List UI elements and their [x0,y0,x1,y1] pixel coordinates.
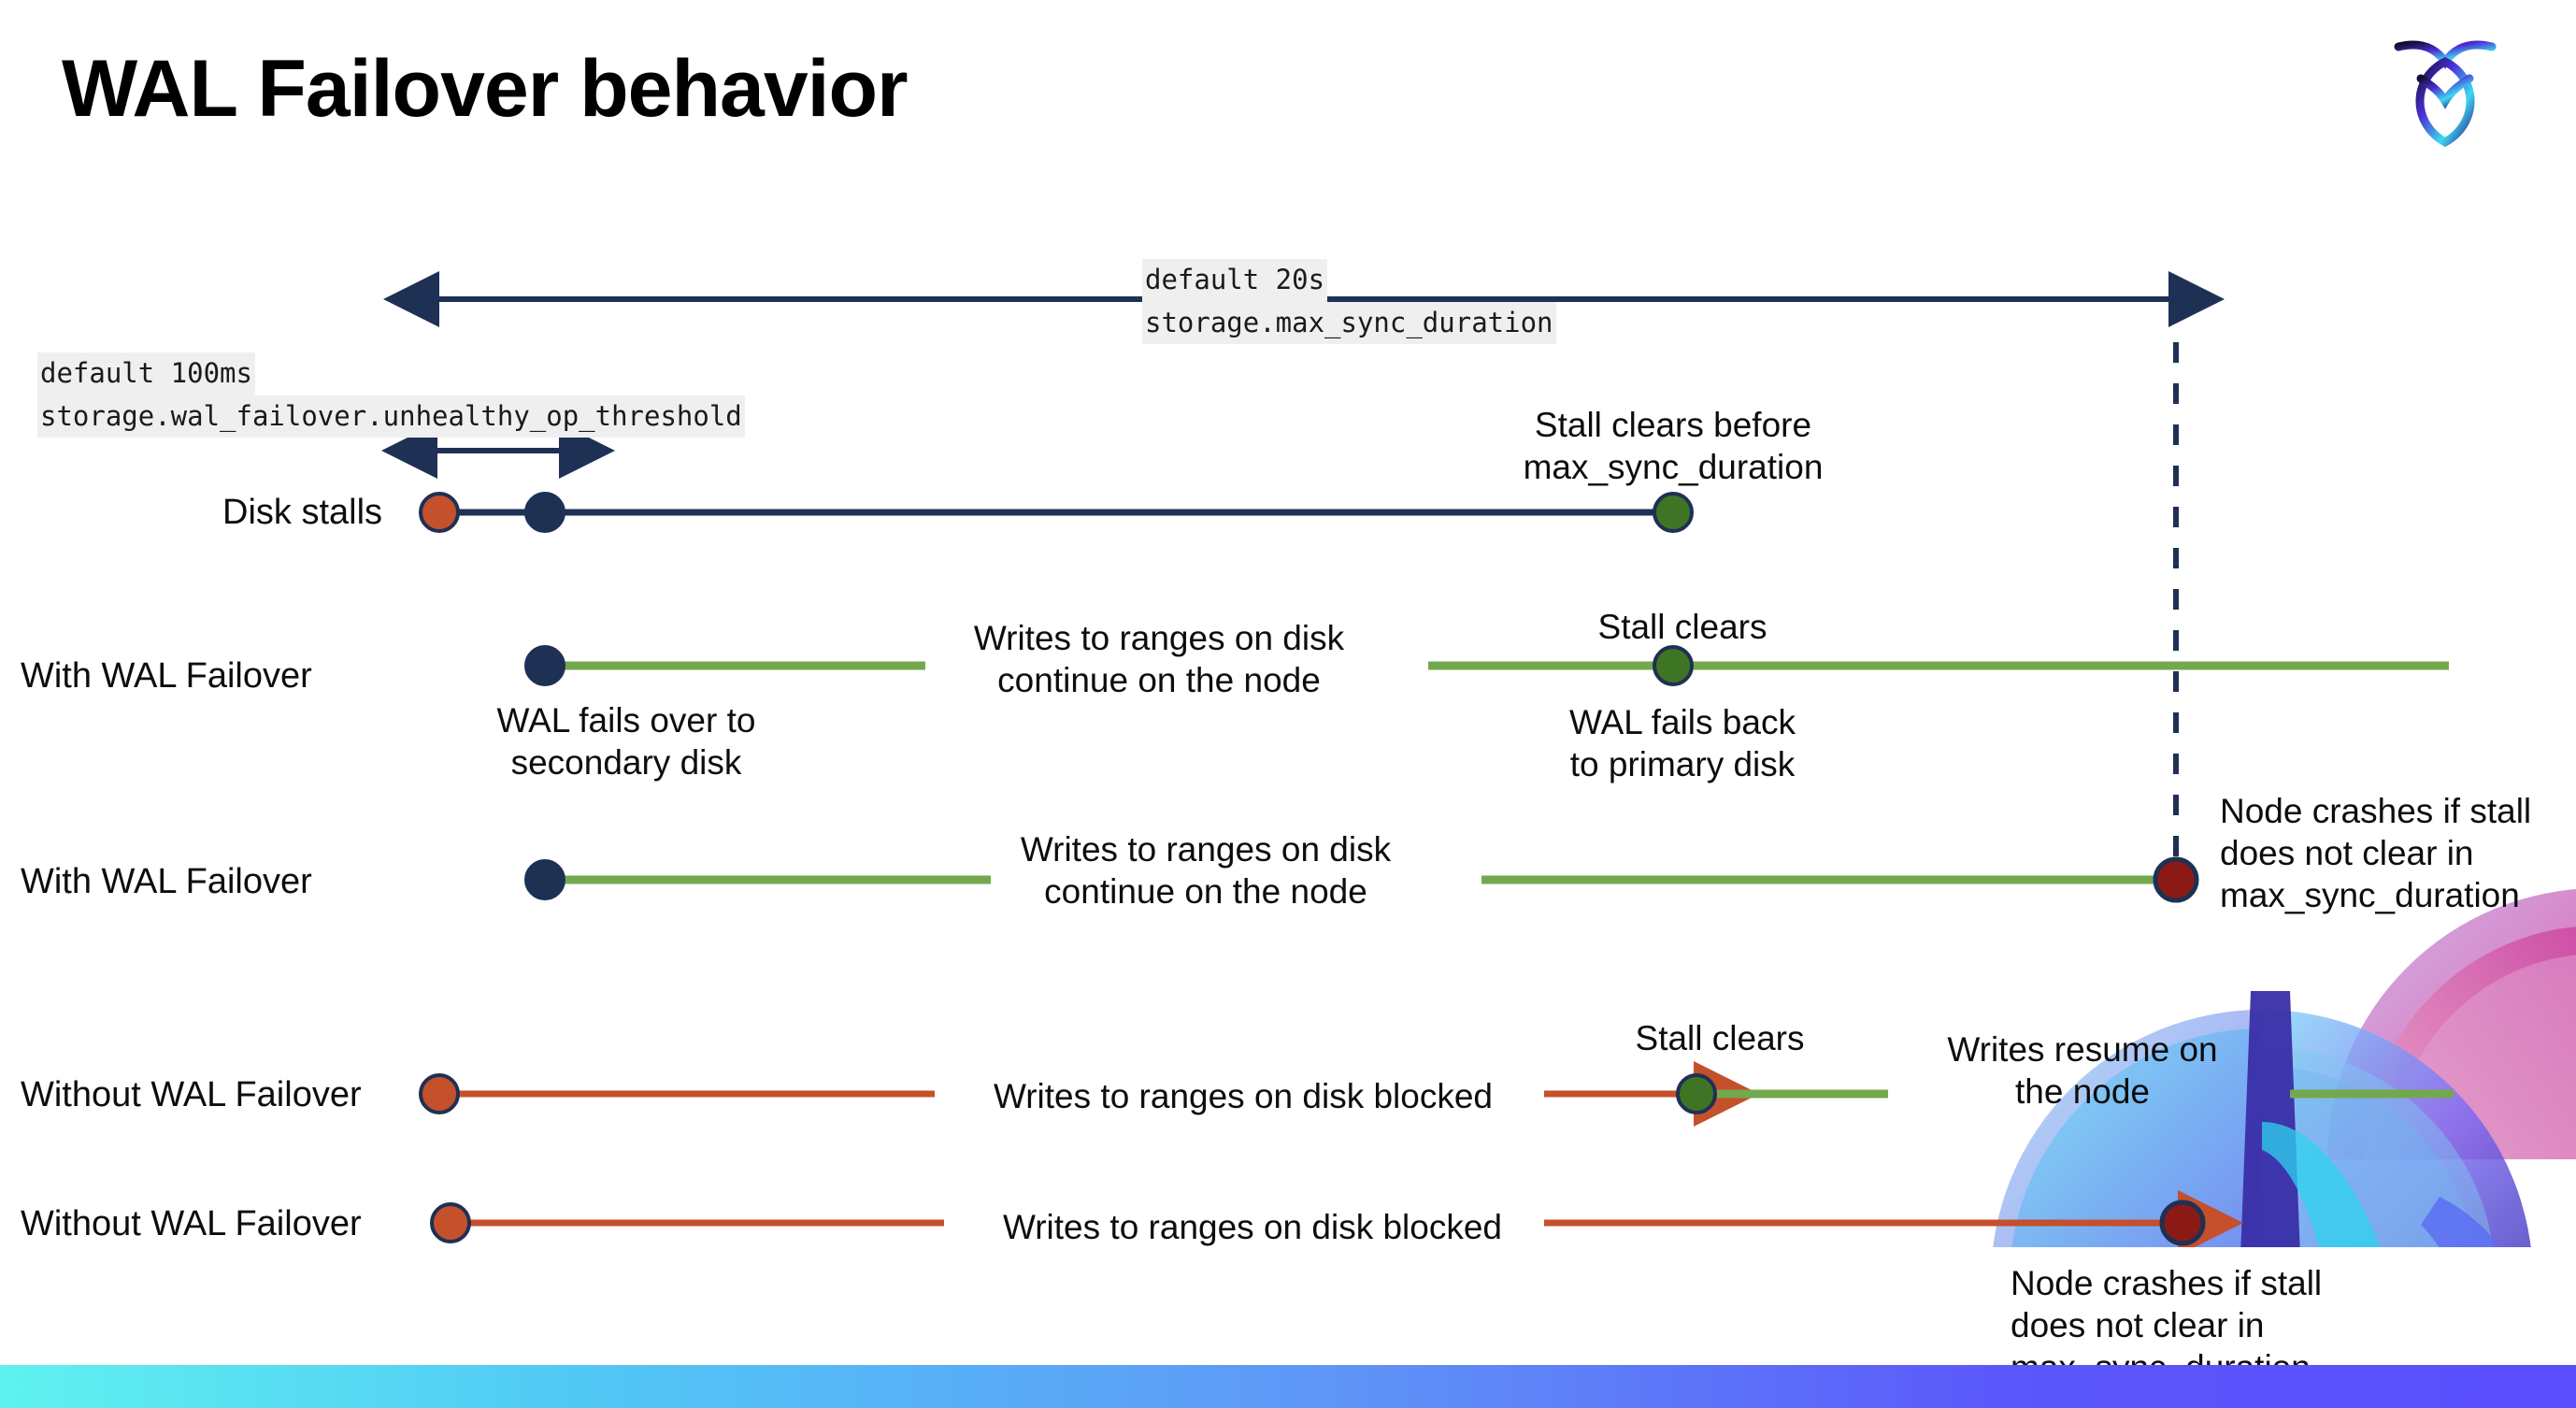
row-with-wal-failover-2-timeline [524,856,2199,903]
row-label-without-wal-failover-1: Without WAL Failover [21,1075,362,1114]
dot-stall-clears [1676,1073,1717,1114]
max-sync-duration-annotation: default 20s storage.max_sync_duration [1142,259,1556,344]
max-sync-setting-label: storage.max_sync_duration [1142,301,1556,344]
max-sync-default-label: default 20s [1142,259,1328,302]
row-without-wal-failover-2-timeline [430,1190,2243,1256]
row-label-with-wal-failover-1: With WAL Failover [21,656,312,696]
row-label-disk-stalls: Disk stalls [222,493,383,532]
dot-wal-failover-start [524,645,565,686]
unhealthy-setting-label: storage.wal_failover.unhealthy_op_thresh… [37,395,745,438]
cockroachdb-logo [2389,26,2501,148]
row-disk-stalls-timeline [419,492,1694,533]
callout-stall-clears-row2: Stall clears [1597,608,1767,646]
unhealthy-default-label: default 100ms [37,352,255,395]
dot-wal-failover-start [524,859,565,900]
row-without-wal-failover-1-timeline [419,1061,2454,1127]
callout-writes-blocked-row5: Writes to ranges on disk blocked [1002,1208,1503,1246]
bottom-gradient-bar [0,1365,2576,1408]
callout-writes-blocked-row4: Writes to ranges on disk blocked [993,1077,1494,1115]
row-label-with-wal-failover-2: With WAL Failover [21,862,312,901]
row-label-without-wal-failover-2: Without WAL Failover [21,1204,362,1243]
callout-stall-clears-row4: Stall clears [1635,1019,1805,1057]
dot-stall-start [419,1073,460,1114]
page-title: WAL Failover behavior [62,44,909,134]
dot-stall-start [430,1202,471,1243]
dot-stall-clears [1653,492,1694,533]
dot-stall-clears [1653,645,1694,686]
dot-failover-trigger [524,492,565,533]
dot-stall-start [419,492,460,533]
dot-node-crash [2159,1200,2206,1246]
row-with-wal-failover-1-timeline [524,645,2449,686]
unhealthy-op-threshold-annotation: default 100ms storage.wal_failover.unhea… [37,352,745,438]
dot-node-crash [2153,856,2199,903]
